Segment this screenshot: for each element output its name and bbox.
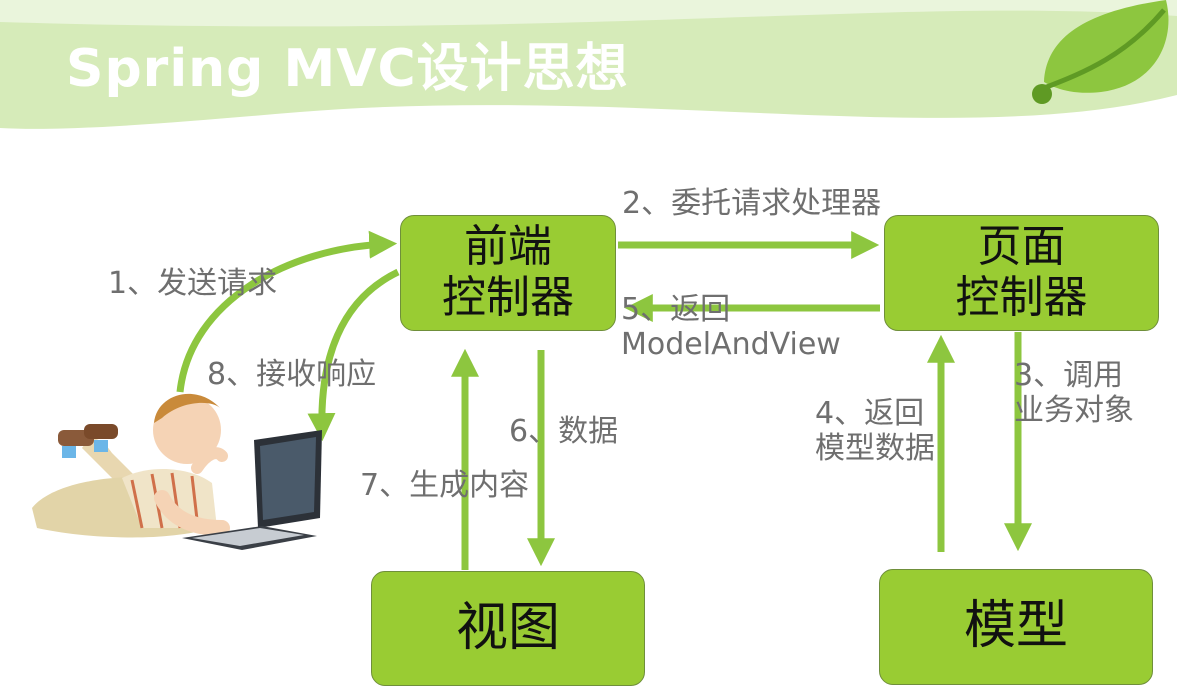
model-label: 模型 bbox=[963, 596, 1068, 657]
model-box: 模型 bbox=[879, 569, 1153, 685]
label-receive-response: 8、接收响应 bbox=[207, 357, 377, 392]
arrow-send-request bbox=[176, 230, 398, 393]
label-delegate: 2、委托请求处理器 bbox=[622, 186, 882, 221]
label-invoke-business: 3、调用 业务对象 bbox=[1014, 358, 1134, 429]
child-with-laptop-illustration bbox=[32, 393, 322, 550]
label-data: 6、数据 bbox=[509, 414, 619, 449]
view-label: 视图 bbox=[455, 597, 560, 658]
label-return-modelandview: 5、返回 ModelAndView bbox=[621, 292, 841, 363]
page-controller-label: 页面 控制器 bbox=[955, 221, 1088, 323]
front-controller-label: 前端 控制器 bbox=[442, 221, 574, 323]
page-title: Spring MVC设计思想 bbox=[66, 39, 629, 99]
spring-leaf-icon bbox=[1032, 0, 1169, 104]
label-return-model-data: 4、返回 模型数据 bbox=[815, 396, 935, 467]
front-controller-box: 前端 控制器 bbox=[400, 215, 616, 331]
label-send-request: 1、发送请求 bbox=[108, 266, 278, 301]
arrow-receive-response bbox=[307, 268, 400, 442]
label-generate-content: 7、生成内容 bbox=[360, 468, 530, 503]
view-box: 视图 bbox=[371, 571, 645, 686]
page-controller-box: 页面 控制器 bbox=[884, 215, 1159, 331]
